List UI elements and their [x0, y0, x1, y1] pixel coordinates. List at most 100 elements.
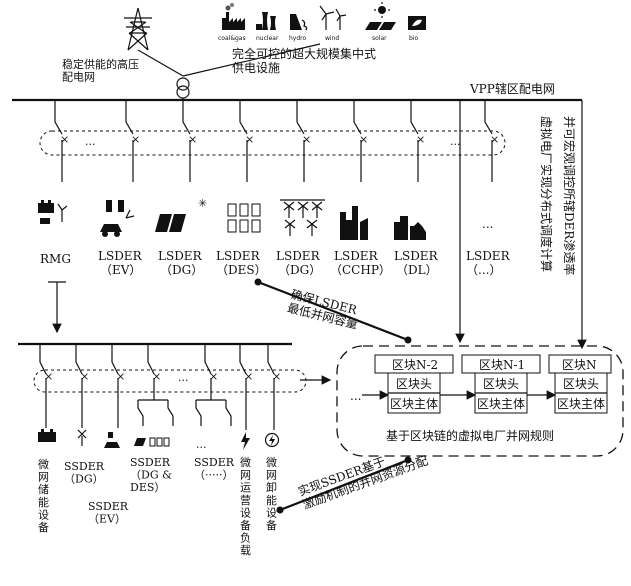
generation-icons: coal&gas nuclear hydro wind solar bio	[218, 2, 426, 42]
svg-text:×: ×	[80, 370, 89, 383]
grid-label: 稳定供能的高压配电网	[62, 57, 139, 84]
lsder-annotation-line	[257, 280, 409, 342]
source-label-nuclear: nuclear	[256, 35, 279, 42]
wind-turbine-icon	[319, 5, 347, 30]
ssder-dg-label: SSDER（DG）	[64, 460, 105, 486]
svg-text:LSDER: LSDER	[158, 249, 203, 263]
svg-text:×: ×	[131, 133, 140, 146]
lsder-annotation: 确保LSDER最低并网容量	[286, 287, 363, 331]
svg-text:（DG）: （DG）	[278, 263, 321, 277]
svg-text:···: ···	[178, 374, 189, 387]
feed-lines	[137, 43, 321, 77]
unload-icon	[264, 432, 280, 448]
svg-text:×: ×	[44, 370, 53, 383]
ssder-more-label: SSDER（·····）	[194, 456, 235, 482]
load-bolt-icon	[241, 432, 250, 450]
ev-icon	[100, 200, 135, 237]
coal-gas-plant-icon	[222, 3, 245, 30]
microgrid-unload-label: 微网卸能设备	[266, 455, 277, 532]
svg-text:×: ×	[244, 370, 253, 383]
svg-text:（DES）: （DES）	[216, 263, 267, 277]
microgrid-switches: × × × × × × × ···	[33, 344, 307, 430]
svg-text:区块N-2: 区块N-2	[392, 358, 438, 372]
vpp-bus-label: VPP辖区配电网	[469, 81, 555, 96]
svg-text:区块头: 区块头	[483, 377, 519, 391]
blockchain-ellipsis: ...	[350, 389, 361, 403]
svg-text:×: ×	[416, 133, 425, 146]
svg-text:×: ×	[490, 133, 499, 146]
svg-text:×: ×	[245, 133, 254, 146]
svg-text:LSDER: LSDER	[394, 249, 439, 263]
block-n-1: 区块N-1 区块头 区块主体	[461, 354, 541, 414]
svg-text:✳: ✳	[198, 197, 207, 210]
svg-text:区块N-1: 区块N-1	[479, 358, 525, 372]
blockchain-caption: 基于区块链的虚拟电厂并网规则	[386, 428, 554, 443]
small-pv-des-icon	[134, 437, 170, 447]
svg-text:区块主体: 区块主体	[390, 397, 438, 411]
source-label-bio: bio	[409, 35, 418, 42]
svg-text:（CCHP）: （CCHP）	[330, 263, 391, 277]
rmg-icon	[38, 200, 68, 224]
svg-text:（...）: （...）	[466, 263, 501, 277]
svg-text:区块N: 区块N	[562, 358, 597, 372]
cchp-plant-icon	[340, 206, 368, 240]
small-wind-icon	[77, 429, 87, 446]
source-label-wind: wind	[325, 35, 339, 42]
svg-text:（EV）: （EV）	[100, 263, 141, 277]
ssder-dgdes-label: SSDER（DG &DES）	[130, 456, 172, 494]
svg-text:LSDER: LSDER	[216, 249, 261, 263]
wind-farm-icon	[280, 199, 325, 236]
block-n: 区块N 区块头 区块主体	[548, 354, 612, 414]
svg-text:···: ···	[450, 138, 461, 151]
microgrid-storage-label: 微网储能设备	[38, 457, 49, 534]
svg-text:×: ×	[359, 133, 368, 146]
svg-text:×: ×	[60, 133, 69, 146]
block-n-2: 区块N-2 区块头 区块主体	[374, 354, 454, 414]
ssder-more-dots: ...	[196, 438, 207, 451]
svg-text:×: ×	[116, 370, 125, 383]
svg-text:×: ×	[302, 133, 311, 146]
hydro-plant-icon	[290, 14, 308, 31]
lsder-labels: LSDER（EV） LSDER（DG） LSDER（DES） LSDER（DG）…	[98, 217, 511, 277]
svg-text:LSDER: LSDER	[334, 249, 379, 263]
svg-text:区块主体: 区块主体	[557, 397, 605, 411]
right-label-inner: 虚拟电厂实现分布式调度计算	[539, 116, 554, 272]
svg-text:（DG）: （DG）	[160, 263, 203, 277]
blockchain-frame	[336, 345, 624, 457]
ssder-annotation-line	[279, 458, 409, 512]
svg-text:···: ···	[85, 138, 96, 151]
bio-plant-icon	[408, 16, 426, 30]
svg-text:区块主体: 区块主体	[477, 397, 525, 411]
svg-text:×: ×	[209, 370, 218, 383]
svg-text:区块头: 区块头	[563, 377, 599, 391]
ssder-ev-label: SSDER（EV）	[88, 500, 129, 526]
rmg-label: RMG	[40, 252, 71, 266]
rmg-link	[48, 281, 66, 332]
svg-text:确保LSDER最低并网容量: 确保LSDER最低并网容量	[286, 287, 363, 331]
battery-icon	[38, 429, 56, 442]
svg-text:...: ...	[482, 217, 493, 231]
microgrid-load-label: 微网运营设备负载	[240, 455, 251, 557]
svg-text:LSDER: LSDER	[466, 249, 511, 263]
nuclear-plant-icon	[256, 12, 276, 30]
blockchain: ... 区块N-2 区块头 区块主体 区块N-1 区块头 区块主体 区块N 区块…	[350, 354, 612, 443]
source-label-hydro: hydro	[289, 35, 306, 42]
des-storage-icon	[227, 203, 261, 233]
svg-text:LSDER: LSDER	[98, 249, 143, 263]
transmission-tower-icon	[124, 7, 152, 51]
transformer-icon	[176, 77, 190, 99]
svg-text:×: ×	[188, 133, 197, 146]
central-label: 完全可控的超大规模集中式供电设施	[232, 46, 376, 75]
svg-text:区块头: 区块头	[396, 377, 432, 391]
svg-text:LSDER: LSDER	[276, 249, 321, 263]
svg-text:×: ×	[272, 370, 281, 383]
solar-panel-icon	[365, 2, 396, 30]
svg-text:实现SSDER基于激励机制的并网资源分配: 实现SSDER基于激励机制的并网资源分配	[296, 440, 430, 512]
vpp-feeder-switches: × × × × × × × × ··· ···	[39, 100, 506, 182]
industrial-load-icon	[394, 216, 426, 240]
svg-text:×: ×	[152, 370, 161, 383]
small-ev-icon	[104, 432, 120, 448]
source-label-solar: solar	[372, 35, 387, 42]
